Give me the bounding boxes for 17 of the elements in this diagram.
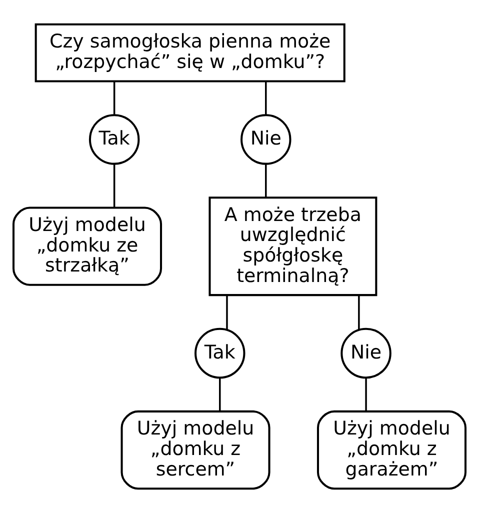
node-box: Użyj modelu „domku z sercem” [120, 410, 270, 490]
node-box: Użyj modelu „domku ze strzałką” [12, 206, 162, 286]
connector [226, 295, 228, 330]
connector [358, 295, 360, 330]
node-circle: Tak [194, 328, 246, 379]
connector [219, 378, 221, 412]
connector [113, 82, 116, 116]
node-box: Użyj modelu „domku z garażem” [316, 410, 466, 490]
connector [365, 378, 367, 412]
connector [265, 82, 267, 116]
connector [265, 164, 267, 198]
connector [113, 164, 116, 208]
node-circle: Nie [240, 114, 292, 165]
node-circle: Nie [340, 328, 392, 379]
node-circle: Tak [88, 114, 140, 165]
node-box: Czy samogłoska pienna może „rozpychać” się w „domku”? [34, 23, 346, 82]
node-box: A może trzeba uwzględnić spółgłoskę terminalną? [208, 196, 378, 296]
